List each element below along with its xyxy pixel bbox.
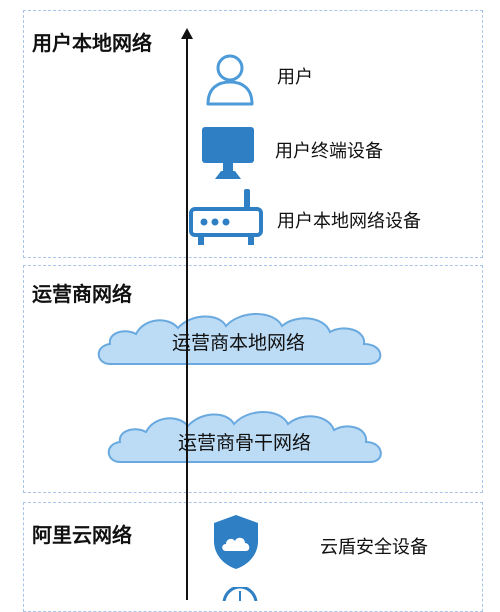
user-label: 用户	[277, 67, 313, 88]
section-title-aliyun-network: 阿里云网络	[32, 523, 132, 547]
user-icon	[206, 54, 254, 106]
isp-local-network-label: 运营商本地网络	[172, 332, 306, 354]
isp-backbone-network-label: 运营商骨干网络	[178, 432, 312, 454]
user-terminal-device-label: 用户终端设备	[275, 141, 383, 162]
monitor-icon	[202, 127, 254, 179]
cloud-icon	[97, 313, 382, 365]
user-local-network-device-label: 用户本地网络设备	[277, 211, 421, 232]
cloud-icon	[107, 411, 382, 463]
section-title-user-local-network: 用户本地网络	[32, 31, 152, 55]
shield-cloud-icon	[214, 515, 258, 569]
flow-line	[186, 30, 188, 600]
cloud-shield-security-device-label: 云盾安全设备	[320, 537, 428, 558]
section-title-isp-network: 运营商网络	[32, 282, 132, 306]
aliyun-network-section: 阿里云网络 云盾安全设备	[23, 502, 483, 612]
up-arrow-icon	[181, 28, 193, 39]
partial-icon	[222, 587, 258, 601]
isp-network-section: 运营商网络 运营商本地网络 运营商骨干网络	[23, 265, 483, 493]
router-icon	[189, 189, 263, 245]
user-local-network-section: 用户本地网络 用户 用户终端设备 用户本地网络设备	[23, 10, 483, 258]
